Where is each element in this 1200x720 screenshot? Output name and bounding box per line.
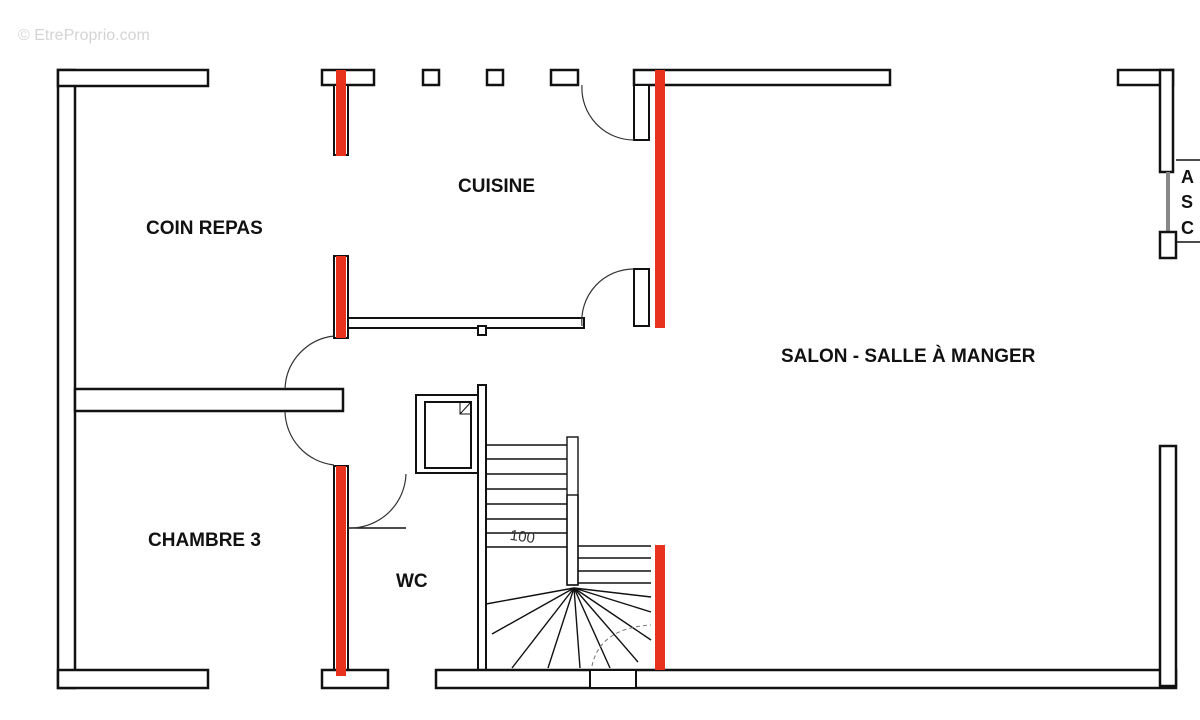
room-label-wc: WC: [396, 571, 428, 592]
elevator-letter-a: A: [1181, 167, 1194, 187]
demolished-walls: [336, 70, 665, 676]
bottom-wall: [434, 668, 1178, 690]
room-label-salon: SALON - SALLE À MANGER: [781, 345, 1036, 367]
kitchen-top-door[interactable]: [581, 84, 635, 141]
room-label-coin-repas: COIN REPAS: [146, 218, 263, 239]
elevator-letter-c: C: [1181, 218, 1194, 238]
elevator: A S C: [1158, 159, 1200, 260]
coin-repas-door[interactable]: [284, 335, 335, 390]
chambre-door[interactable]: [284, 410, 335, 466]
elevator-letter-s: S: [1181, 192, 1193, 212]
wc-cabinet: [415, 394, 479, 474]
room-label-chambre: CHAMBRE 3: [148, 530, 261, 551]
interior-wall-chambre: [73, 387, 345, 413]
top-wall: [320, 68, 892, 87]
bottom-wall-step: [589, 669, 637, 689]
room-label-cuisine: CUISINE: [458, 176, 535, 197]
kitchen-right-wall: [633, 84, 650, 141]
right-wall: [1116, 68, 1178, 688]
left-wall: [56, 68, 210, 690]
staircase: 100: [485, 436, 652, 669]
kitchen-bottom-door[interactable]: [581, 268, 635, 327]
wc-door[interactable]: [347, 473, 407, 529]
watermark: © EtreProprio.com: [18, 27, 150, 44]
stair-left-wall: [477, 384, 487, 671]
bottom-wall-left: [320, 668, 390, 690]
stair-label: 100: [509, 527, 536, 547]
